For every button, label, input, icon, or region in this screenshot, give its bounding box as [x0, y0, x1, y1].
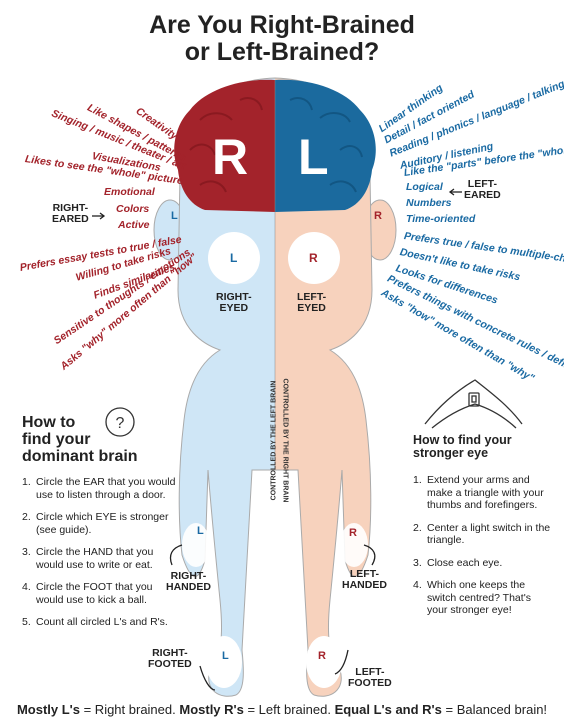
- footer-l-text: = Right brained.: [79, 702, 180, 717]
- eye-step: 2.Center a light switch in the triangle.: [413, 521, 551, 547]
- footer-eq-bold: Equal L's and R's: [334, 702, 442, 717]
- trait: Time-oriented: [406, 213, 476, 225]
- svg-text:?: ?: [116, 415, 125, 432]
- ear-letter-right: R: [374, 210, 382, 222]
- eye-step: 1.Extend your arms and make a triangle w…: [413, 474, 544, 511]
- title-line-2: or Left-Brained?: [184, 38, 380, 66]
- dominant-step: 3.Circle the HAND that you would use to …: [22, 546, 154, 571]
- dominant-steps: 1.Circle the EAR that you would use to l…: [22, 476, 177, 639]
- trait: Emotional: [104, 186, 155, 198]
- page-title: Are You Right-Brained or Left-Brained?: [0, 12, 564, 66]
- dominant-title: How to find your dominant brain: [22, 414, 138, 465]
- eye-step: 3.Close each eye.: [413, 556, 503, 569]
- ear-letter-left: L: [171, 210, 178, 222]
- eye-guide-title: How to find your stronger eye: [413, 433, 512, 460]
- label-right-handed: RIGHT- HANDED: [166, 570, 211, 593]
- trait: Logical: [406, 181, 443, 193]
- foot-letter-right: R: [318, 650, 326, 662]
- eye-letter-right: R: [309, 251, 318, 265]
- dominant-step: 4.Circle the FOOT that you would use to …: [22, 581, 153, 606]
- footer-r-text: = Left brained.: [243, 702, 335, 717]
- question-icon: ?: [105, 407, 135, 437]
- label-left-eared: LEFT- EARED: [464, 178, 501, 201]
- footer-l-bold: Mostly L's: [16, 702, 80, 717]
- triangle-hands-icon: [424, 379, 523, 429]
- trait: Active: [118, 219, 150, 231]
- eye-letter-left: L: [230, 251, 238, 265]
- label-right-footed: RIGHT- FOOTED: [148, 647, 192, 670]
- brain-letter-left: L: [298, 129, 329, 185]
- label-right-eared: RIGHT- EARED: [52, 202, 89, 225]
- hand-letter-right: R: [349, 527, 357, 539]
- dominant-step: 5.Count all circled L's and R's.: [22, 616, 168, 628]
- brain-letter-right: R: [212, 129, 249, 185]
- label-left-eyed: LEFT- EYED: [297, 291, 327, 314]
- trait: Colors: [116, 203, 150, 215]
- label-controlled-right: CONTROLLED BY THE RIGHT BRAIN: [281, 378, 289, 503]
- footer-eq-text: = Balanced brain!: [441, 702, 548, 717]
- eye-step: 4.Which one keeps the switch centred? Th…: [413, 579, 531, 616]
- footer-r-bold: Mostly R's: [179, 702, 244, 717]
- hand-letter-left: L: [197, 525, 204, 537]
- label-left-handed: LEFT- HANDED: [342, 568, 387, 591]
- trait: Numbers: [406, 197, 452, 209]
- label-controlled-left: CONTROLLED BY THE LEFT BRAIN: [270, 380, 278, 501]
- eye-guide-steps: 1.Extend your arms and make a triangle w…: [413, 474, 553, 627]
- dominant-step: 2.Circle which EYE is stronger (see guid…: [22, 511, 169, 536]
- foot-letter-left: L: [222, 650, 229, 662]
- label-right-eyed: RIGHT- EYED: [216, 291, 252, 314]
- title-line-1: Are You Right-Brained: [149, 11, 415, 39]
- footer-summary: Mostly L's = Right brained. Mostly R's =…: [0, 702, 564, 717]
- dominant-step: 1.Circle the EAR that you would use to l…: [22, 476, 176, 501]
- label-left-footed: LEFT- FOOTED: [348, 666, 392, 689]
